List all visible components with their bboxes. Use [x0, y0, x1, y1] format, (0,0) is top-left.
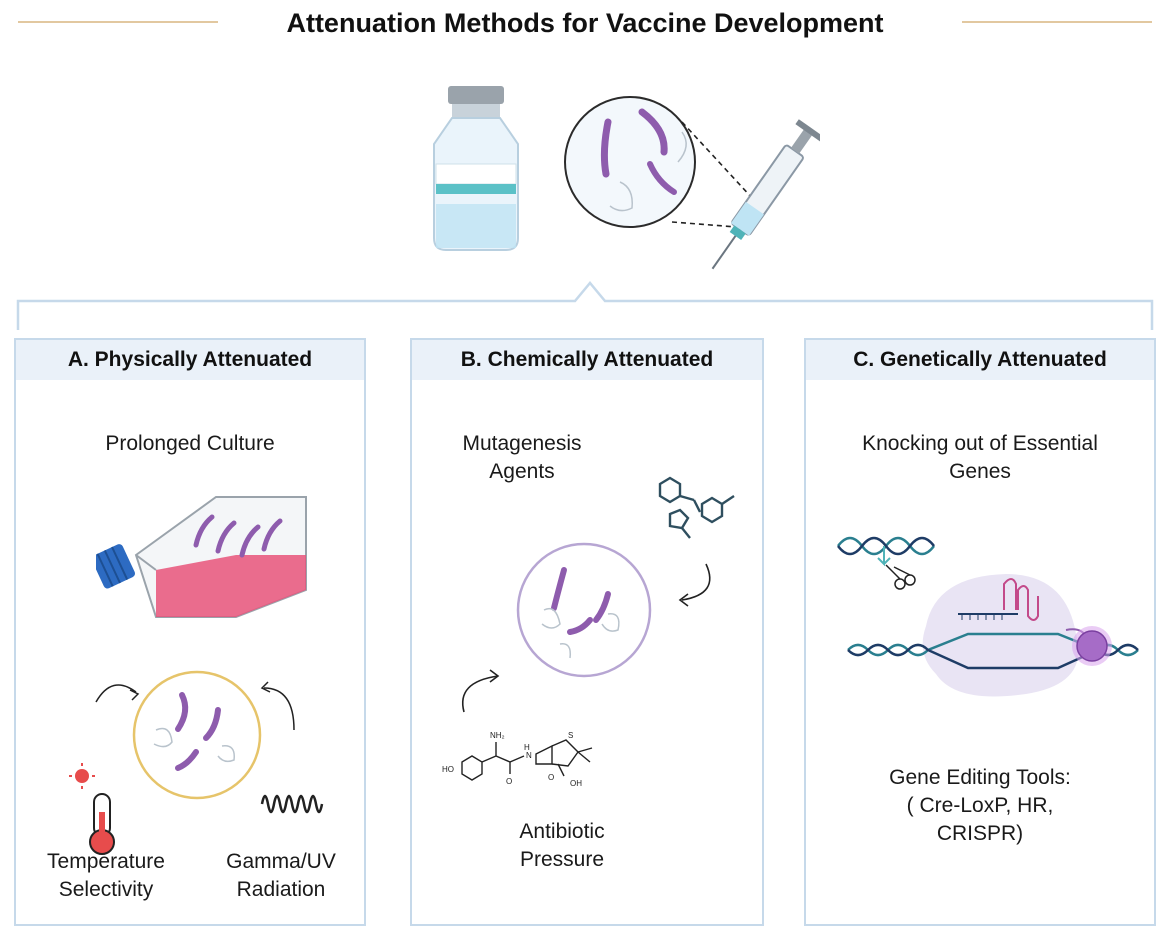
- title-rule-right: [962, 21, 1152, 23]
- magnifier-circle-icon: [564, 96, 696, 228]
- molecule-label-nh2: NH₂: [490, 731, 505, 740]
- dna-scissors-icon: [837, 536, 935, 590]
- vaccine-vial-icon: [433, 86, 519, 251]
- panel-c-heading: C. Genetically Attenuated: [806, 340, 1154, 380]
- syringe-icon: [711, 119, 820, 270]
- culture-flask-icon: [96, 496, 307, 618]
- panel-chemically-attenuated: B. Chemically Attenuated Mutagenesis Age…: [410, 338, 764, 926]
- gene-editing-tools-label: Gene Editing Tools: ( Cre-LoxP, HR, CRIS…: [889, 766, 1071, 845]
- knocking-out-genes-label: Knocking out of Essential Genes: [862, 432, 1098, 483]
- panel-b-heading: B. Chemically Attenuated: [412, 340, 762, 380]
- treated-parasites-circle: [516, 542, 652, 678]
- molecule-label-n: N: [526, 751, 532, 760]
- hero-illustration: [433, 86, 820, 270]
- antibiotic-pressure-label: Antibiotic Pressure: [519, 820, 605, 871]
- molecule-label-s: S: [568, 731, 573, 740]
- crispr-complex-icon: [847, 574, 1139, 697]
- attenuated-parasites-circle: [95, 670, 295, 800]
- mutagenesis-agents-label: Mutagenesis Agents: [462, 432, 582, 483]
- temperature-selectivity-label: Temperature Selectivity: [47, 850, 165, 901]
- title-rule-left: [18, 21, 218, 23]
- molecule-label-o2: O: [548, 773, 554, 782]
- molecule-label-h: H: [524, 743, 530, 752]
- radiation-wave-icon: [260, 794, 324, 814]
- page-title: Attenuation Methods for Vaccine Developm…: [286, 8, 884, 38]
- section-bracket: [16, 281, 1154, 330]
- molecule-label-ho: HO: [442, 765, 454, 774]
- panel-genetically-attenuated: C. Genetically Attenuated Knocking out o…: [804, 338, 1156, 926]
- antibiotic-structure-icon: NH₂ H N S O HO OH O: [442, 731, 593, 788]
- mutagen-arrow: [678, 563, 711, 607]
- thermometer-icon: [69, 763, 115, 855]
- panel-physically-attenuated: A. Physically Attenuated Prolonged Cultu…: [14, 338, 366, 926]
- prolonged-culture-label: Prolonged Culture: [105, 432, 275, 455]
- molecule-label-oh: OH: [570, 779, 582, 788]
- molecule-icon: [658, 476, 735, 539]
- antibiotic-arrow: [462, 669, 500, 713]
- panel-a-heading: A. Physically Attenuated: [16, 340, 364, 380]
- gamma-uv-radiation-label: Gamma/UV Radiation: [226, 850, 336, 901]
- molecule-label-o: O: [506, 777, 512, 786]
